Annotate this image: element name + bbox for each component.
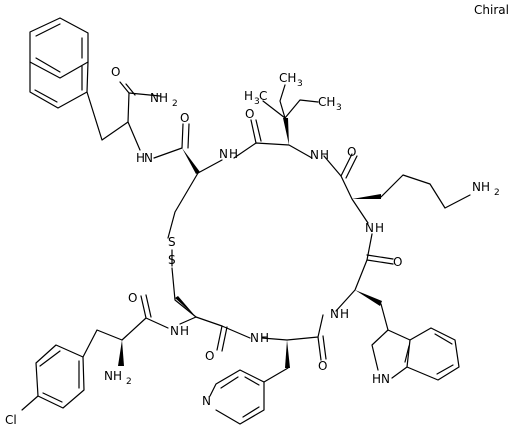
atom-label-h-cys1: H xyxy=(229,147,238,161)
atom-label-n-lys: N xyxy=(365,221,374,235)
atom-label-hn-indole: HN xyxy=(372,372,390,386)
chiral-label: Chiral xyxy=(474,3,509,17)
atom-label-cl: Cl xyxy=(5,413,17,427)
atom-label-n-cys2: N xyxy=(170,324,179,338)
atom-label-ch3-top-sub: 3 xyxy=(297,79,303,89)
atom-label-o-phe: O xyxy=(128,291,137,305)
atom-label-n-pyridine: N xyxy=(202,394,211,408)
macrocycle-backbone xyxy=(179,142,373,341)
atom-label-s-lower: S xyxy=(168,253,176,267)
atom-label-h-tle: H xyxy=(320,148,329,162)
atom-label-nh2-lys: NH xyxy=(472,180,490,194)
cys1-carbonyl-bond xyxy=(181,123,190,149)
atom-label-nh2-phe-sub: 2 xyxy=(126,377,132,387)
pyridine-ring xyxy=(209,369,265,425)
atom-label-ch3-top: CH xyxy=(279,71,296,85)
atom-label-h3c-sub: 3 xyxy=(254,97,260,107)
nal-side-chain-bond xyxy=(86,91,130,141)
atom-label-ch3-right: CH xyxy=(318,95,335,109)
atom-label-o-trp: O xyxy=(393,255,402,269)
nal-alpha-to-nh xyxy=(127,121,141,151)
indole-ring xyxy=(371,327,460,381)
atom-label-h-nal: H xyxy=(136,151,145,165)
trp-side-chain xyxy=(380,303,389,331)
atom-label-ch3-right-sub: 3 xyxy=(336,103,342,113)
atom-label-o-tle: O xyxy=(245,107,254,121)
atom-label-nh2-amide-sub: 2 xyxy=(172,99,178,109)
amide-n-bond xyxy=(128,92,161,97)
atom-label-n-nal: N xyxy=(144,151,153,165)
atom-label-h3c-c: C xyxy=(259,89,267,103)
atom-label-nh2-phe: NH xyxy=(104,369,122,383)
atom-label-h3c: H xyxy=(244,89,253,103)
tert-butyl-bonds xyxy=(262,84,319,119)
atom-label-nh2-amide: NH xyxy=(150,91,168,105)
atom-label-o-pal: O xyxy=(318,359,327,373)
atom-label-n-pal: N xyxy=(250,331,259,345)
atom-label-o-cys1: O xyxy=(180,111,189,125)
lysine-side-chain xyxy=(380,174,471,209)
atom-label-o-lys: O xyxy=(347,145,356,159)
atom-label-s-upper: S xyxy=(168,235,176,249)
atom-label-o-cys2: O xyxy=(205,349,214,363)
atom-label-n-tle: N xyxy=(310,148,319,162)
atom-label-nh-cys1: N xyxy=(219,147,228,161)
atom-label-h-trp: H xyxy=(340,307,349,321)
chlorophenyl-ring xyxy=(35,344,85,409)
atom-label-h-lys: H xyxy=(375,221,384,235)
atom-label-nh2-lys-sub: 2 xyxy=(494,188,500,198)
naphthalene-ring xyxy=(29,17,89,109)
atom-label-h-pal: H xyxy=(260,331,269,345)
atom-label-o-amide: O xyxy=(111,65,120,79)
atom-label-n-trp: N xyxy=(330,307,339,321)
atom-label-h-cys2: H xyxy=(180,324,189,338)
